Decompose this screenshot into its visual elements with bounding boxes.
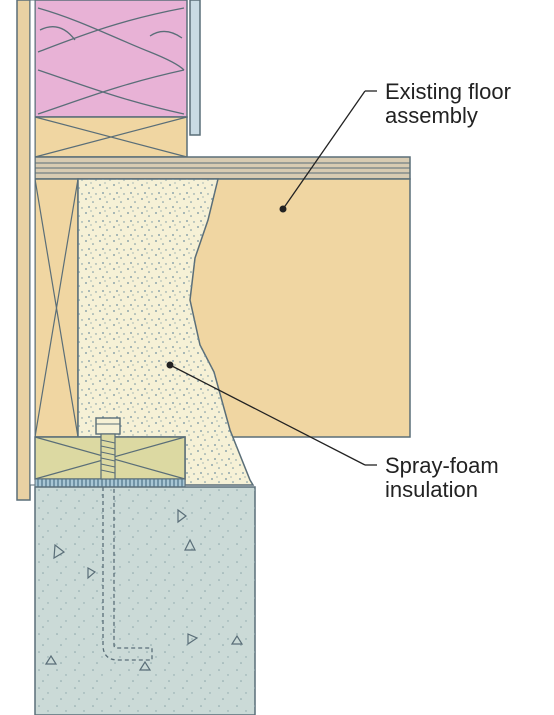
foam-leader-dot	[166, 361, 174, 369]
floor-label-line1: Existing floor	[385, 79, 511, 104]
concrete-foundation	[34, 486, 256, 715]
anchor-bolt	[95, 417, 153, 661]
batt-insulation	[34, 0, 188, 118]
floor-label-line2: assembly	[385, 103, 478, 128]
sheathing-gap	[29, 0, 36, 486]
existing-floor-assembly-label: Existing floor assembly	[385, 80, 511, 128]
spray-foam-insulation-label: Spray-foam insulation	[385, 454, 499, 502]
rim-joist	[34, 178, 79, 438]
bottom-plate	[34, 116, 188, 158]
floor-leader-dot	[279, 205, 287, 213]
exterior-sheathing	[16, 0, 31, 501]
gypsum-board	[189, 0, 201, 136]
foam-leader-line	[169, 364, 366, 466]
sill-gasket	[34, 478, 186, 488]
subfloor	[34, 156, 411, 180]
leader-lines	[166, 90, 377, 466]
floor-leader-line	[282, 90, 366, 210]
foam-label-line1: Spray-foam	[385, 453, 499, 478]
foam-label-line2: insulation	[385, 477, 478, 502]
